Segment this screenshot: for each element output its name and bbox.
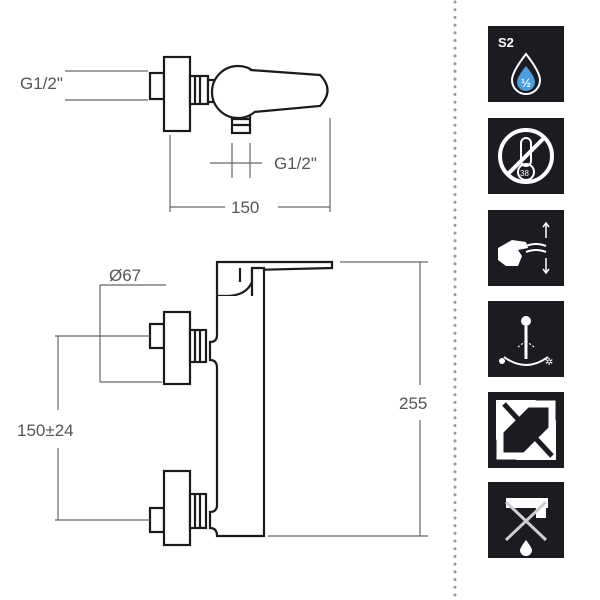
dim-inlet-spacing: 150±24 [17,421,74,440]
front-view-faucet [148,260,334,547]
dim-top-width: 150 [231,198,259,217]
dim-overall-height: 255 [399,394,427,413]
no-thermostat-icon: 38 [488,118,564,194]
top-view-dimensions [65,70,331,212]
dim-bottom-outlet-thread: G1/2" [274,154,317,173]
top-view-faucet [148,55,329,135]
front-view-dimensions [55,261,428,537]
no-spout-drip-icon [488,482,564,558]
hand-temperature-icon [488,210,564,286]
half-label: ½ [521,76,531,90]
dim-escutcheon-diameter: Ø67 [109,266,141,285]
s2-label: S2 [498,35,514,50]
cold-start-lever-icon: ✲ [488,301,564,377]
s2-water-saving-icon: S2 ½ [488,26,564,102]
no-diverter-icon [488,392,564,468]
svg-text:✲: ✲ [545,357,553,368]
dim-top-inlet-thread: G1/2" [20,74,63,93]
temp-38-label: 38 [520,169,529,178]
